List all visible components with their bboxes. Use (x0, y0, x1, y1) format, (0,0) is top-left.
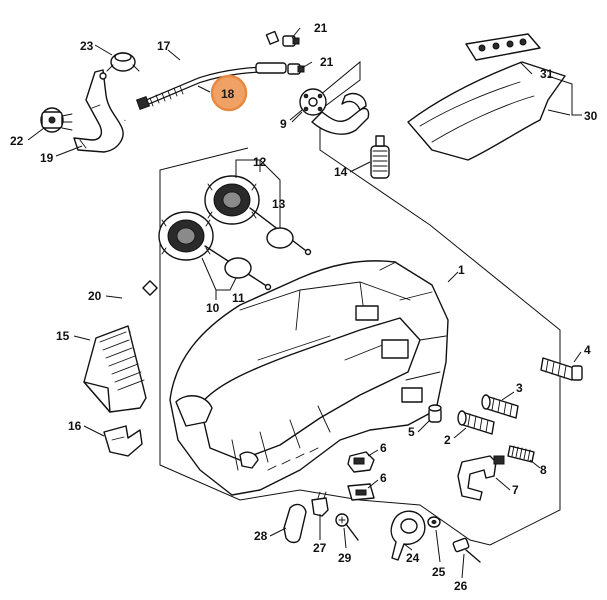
bracket-pin-part (457, 455, 505, 501)
callout-25[interactable]: 25 (432, 565, 446, 579)
hose-fitting-part (282, 35, 305, 75)
electrical-connector-part (40, 107, 73, 133)
callout-19[interactable]: 19 (40, 151, 54, 165)
callout-16[interactable]: 16 (68, 419, 82, 433)
callout-10[interactable]: 10 (206, 301, 220, 315)
callout-28[interactable]: 28 (254, 529, 268, 543)
compression-spring-part (507, 445, 535, 463)
callout-22[interactable]: 22 (10, 134, 24, 148)
callout-15[interactable]: 15 (56, 329, 70, 343)
callout-27[interactable]: 27 (313, 541, 327, 555)
callout-5[interactable]: 5 (408, 425, 415, 439)
callout-1[interactable]: 1 (458, 263, 465, 277)
callout-18[interactable]: 18 (221, 87, 235, 101)
callout-14[interactable]: 14 (334, 165, 348, 179)
callout-7[interactable]: 7 (512, 483, 519, 497)
callout-2[interactable]: 2 (444, 433, 451, 447)
callout-31[interactable]: 31 (540, 67, 554, 81)
callout-26[interactable]: 26 (454, 579, 468, 593)
elbow-pipe-part (114, 280, 158, 335)
av-spring-lower-part (158, 211, 272, 291)
o-ring-upper-part (266, 227, 294, 249)
callout-20[interactable]: 20 (88, 289, 102, 303)
impulse-hose-part (135, 62, 287, 111)
callout-24[interactable]: 24 (406, 551, 420, 565)
av-spring-upper-part (204, 175, 312, 256)
damper-pad-upper-part (347, 451, 375, 473)
callout-13[interactable]: 13 (272, 197, 286, 211)
guide-plate-part (83, 325, 147, 413)
callout-4[interactable]: 4 (584, 343, 591, 357)
callout-8[interactable]: 8 (540, 463, 547, 477)
elbow-manifold-part (299, 88, 370, 135)
bushing-part (428, 404, 442, 423)
fuel-filter-part (370, 135, 390, 179)
screw-part (335, 513, 359, 541)
top-cover-part (407, 33, 566, 161)
callout-3[interactable]: 3 (516, 381, 523, 395)
callout-11[interactable]: 11 (232, 291, 245, 305)
bearing-plate-part (390, 510, 426, 561)
stud-bolt-part (540, 357, 583, 381)
callout-21-top[interactable]: 21 (314, 21, 328, 35)
callout-6-upper[interactable]: 6 (380, 441, 387, 455)
callout-21-bottom[interactable]: 21 (320, 55, 334, 69)
grommet-part (106, 52, 140, 72)
o-ring-lower-part (224, 257, 252, 279)
callout-23[interactable]: 23 (80, 39, 94, 53)
spring-clip-part (311, 491, 329, 517)
callout-12[interactable]: 12 (253, 155, 267, 169)
housing-group-frame (159, 60, 561, 546)
callout-17[interactable]: 17 (157, 39, 171, 53)
threaded-stud-part (457, 410, 495, 435)
retaining-clip-part (103, 425, 143, 457)
highlight-ring (210, 74, 248, 112)
bracket-lever-part (73, 69, 124, 153)
callout-30[interactable]: 30 (584, 109, 598, 123)
callout-29[interactable]: 29 (338, 551, 352, 565)
main-housing-part (169, 260, 449, 496)
callout-9[interactable]: 9 (280, 117, 287, 131)
washer-part (427, 516, 441, 528)
damper-pad-lower-part (347, 483, 375, 501)
hex-screw-part (452, 537, 481, 563)
callout-6-lower[interactable]: 6 (380, 471, 387, 485)
collar-stud-part (481, 394, 519, 419)
leader-lines (27, 27, 582, 579)
seal-gasket-part (283, 503, 307, 544)
